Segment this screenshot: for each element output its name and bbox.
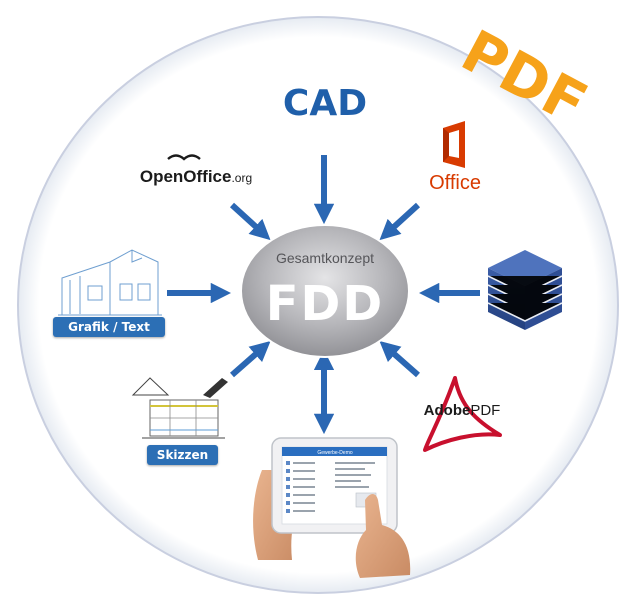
arrow-office: [379, 202, 421, 241]
center-ellipse: [240, 224, 410, 358]
cad-label: CAD: [283, 83, 367, 124]
database-stack-icon: [487, 250, 563, 330]
tablet-screen-header: Gewerbe-Demo: [317, 450, 353, 456]
center-subtitle: Gesamtkonzept: [276, 250, 374, 266]
tablet-screen-header-bar: [282, 447, 387, 456]
adobe-word: Adobe: [424, 402, 471, 419]
acrobat-icon: [423, 376, 502, 452]
seagull-icon: [167, 154, 201, 161]
right-hand: [355, 494, 411, 578]
sketch-drawing-icon: [131, 377, 228, 439]
skizzen-badge: Skizzen: [147, 445, 218, 465]
openoffice-logo: [167, 154, 201, 161]
openoffice-name: OpenOffice: [140, 167, 232, 186]
tablet-illustration: Gewerbe-Demo: [253, 437, 411, 578]
openoffice-suffix: .org: [231, 171, 252, 185]
arrow-openoffice: [229, 202, 271, 241]
tablet-screen-rows: [286, 461, 375, 513]
grafik-text-badge: Grafik / Text: [53, 317, 165, 337]
arrow-skizzen: [230, 340, 271, 378]
center-title: FDD: [266, 276, 384, 332]
office-logo-icon: [443, 121, 465, 168]
arrows: [167, 155, 480, 435]
arrow-adobe: [379, 340, 420, 378]
office-label: Office: [429, 172, 481, 194]
adobe-pdf-text: AdobePDF: [424, 402, 501, 419]
adobe-pdf-word: PDF: [470, 402, 500, 419]
openoffice-text: OpenOffice.org: [140, 167, 252, 186]
house-drawing-icon: [58, 249, 162, 316]
